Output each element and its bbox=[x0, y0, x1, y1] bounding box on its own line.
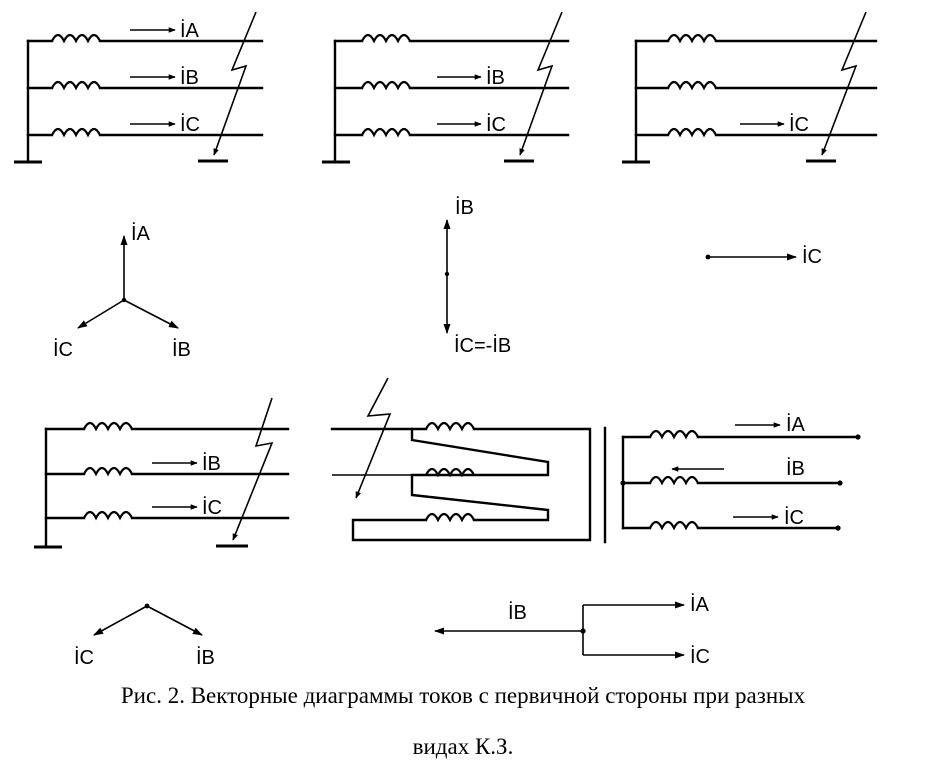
label-ic-p3: İC bbox=[789, 113, 809, 136]
vector-branch-diagram bbox=[434, 601, 685, 659]
label-ic-v5: İC bbox=[690, 645, 710, 668]
label-ic-p1: İC bbox=[180, 113, 200, 136]
figure-caption-line1: Рис. 2. Векторные диаграммы токов с перв… bbox=[120, 683, 806, 708]
label-ib-v4: İB bbox=[196, 646, 215, 669]
label-ia-v5: İA bbox=[690, 593, 710, 616]
label-ib-p4: İB bbox=[202, 452, 221, 475]
circuit-panel-two-phase-lower bbox=[34, 397, 290, 549]
vector-opposite-diagram bbox=[443, 219, 451, 334]
vector-star-diagram bbox=[77, 235, 179, 329]
figure-caption-line2: видах К.З. bbox=[412, 734, 514, 759]
label-ic-p5: İC bbox=[784, 506, 804, 529]
label-ib-v1: İB bbox=[172, 338, 191, 361]
vector-single-diagram bbox=[705, 253, 797, 261]
vector-two-diagram bbox=[93, 603, 203, 636]
label-ia-p5: İA bbox=[786, 413, 806, 436]
label-ic-v4: İC bbox=[74, 646, 94, 669]
label-ib-p1: İB bbox=[180, 66, 199, 89]
label-ic-v1: İC bbox=[53, 338, 73, 361]
label-ic-p4: İC bbox=[202, 496, 222, 519]
label-ib-p2: İB bbox=[486, 66, 505, 89]
label-ib-v5: İB bbox=[508, 601, 527, 624]
circuit-panel-three-phase bbox=[14, 11, 264, 164]
label-ic-eq-v2: İC=-İB bbox=[454, 334, 511, 357]
circuit-panel-single-phase bbox=[622, 11, 878, 164]
label-ic-p2: İC bbox=[486, 113, 506, 136]
label-ia-p1: İA bbox=[180, 19, 200, 42]
label-ib-p5: İB bbox=[786, 457, 805, 480]
circuit-panel-transformer bbox=[330, 377, 861, 544]
label-ib-v2: İB bbox=[455, 196, 474, 219]
circuit-panel-two-phase bbox=[322, 11, 570, 164]
label-ia-v1: İA bbox=[131, 222, 151, 245]
label-ic-v3: İC bbox=[802, 245, 822, 268]
